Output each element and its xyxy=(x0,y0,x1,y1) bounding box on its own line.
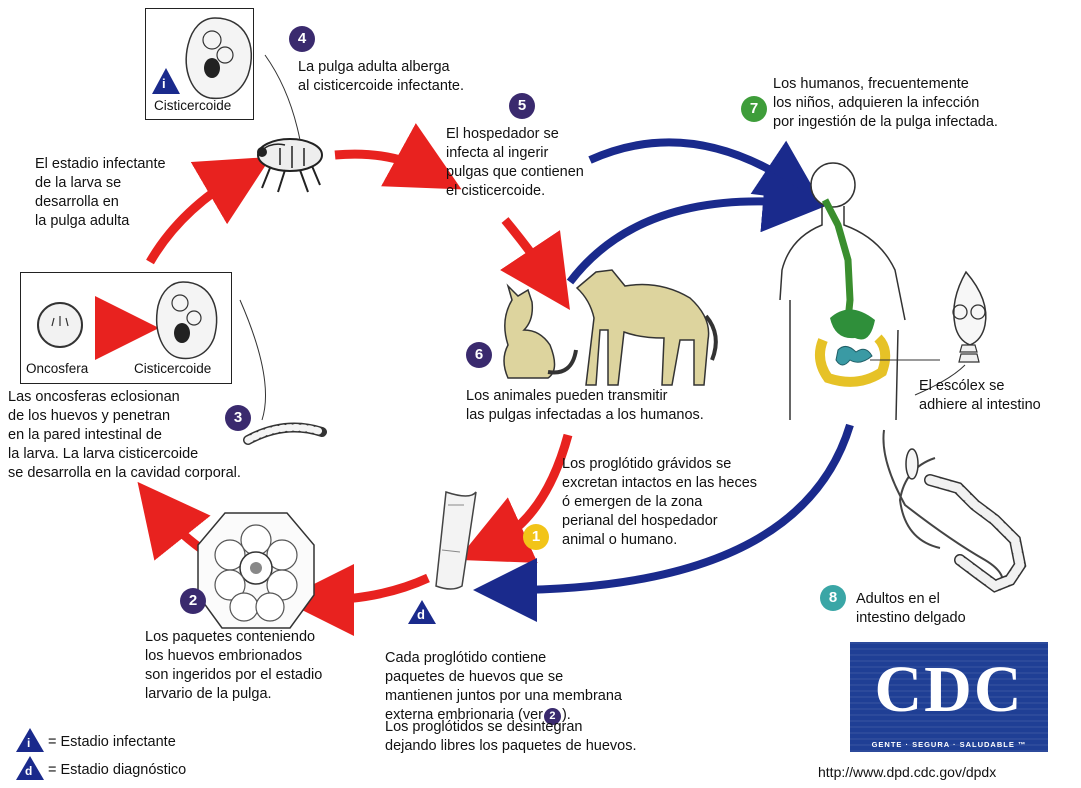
adult-tapeworm-figure xyxy=(883,430,1020,590)
legend-infective-letter: i xyxy=(27,736,30,750)
oncosphere-label: Oncosfera xyxy=(26,361,88,376)
legend-diagnostic-label: = Estadio diagnóstico xyxy=(48,761,186,780)
proglottid-description: Cada proglótido contiene paquetes de hue… xyxy=(385,630,622,725)
step-text-1: Los proglótido grávidos se excretan inta… xyxy=(562,455,757,550)
step-text-5: El hospedador se infecta al ingerir pulg… xyxy=(446,125,584,201)
step-text-7: Los humanos, frecuentemente los niños, a… xyxy=(773,75,998,132)
arrow-flea-to-host xyxy=(335,154,430,172)
arrow-host-to-human xyxy=(590,142,795,185)
flea-larva-figure xyxy=(240,300,322,440)
human-figure xyxy=(780,163,940,420)
scolex-label: El escólex se adhiere al intestino xyxy=(919,377,1041,415)
cdc-url: http://www.dpd.cdc.gov/dpdx xyxy=(818,764,996,780)
cdc-logo-letters: CDC xyxy=(850,650,1048,730)
step-badge-5: 5 xyxy=(509,93,535,119)
cysticercoid-top-label: Cisticercoide xyxy=(154,98,231,113)
cysticercoid-box-label: Cisticercoide xyxy=(134,361,211,376)
step-badge-2: 2 xyxy=(180,588,206,614)
step-text-2: Los paquetes conteniendo los huevos embr… xyxy=(145,628,322,704)
step-text-4: La pulga adulta alberga al cisticercoide… xyxy=(298,58,464,96)
step-text-3: Las oncosferas eclosionan de los huevos … xyxy=(8,388,241,483)
proglottid-figure xyxy=(436,492,476,589)
step-badge-6: 6 xyxy=(466,342,492,368)
cdc-logo-tagline: GENTE · SEGURA · SALUDABLE ™ xyxy=(850,740,1048,749)
step-badge-4: 4 xyxy=(289,26,315,52)
step-badge-8: 8 xyxy=(820,585,846,611)
cat-figure xyxy=(504,286,576,378)
step-badge-1: 1 xyxy=(523,524,549,550)
step-text-8: Adultos en el intestino delgado xyxy=(856,590,966,628)
cdc-logo: CDC GENTE · SEGURA · SALUDABLE ™ xyxy=(850,642,1048,752)
larva-development-label: El estadio infectante de la larva se des… xyxy=(35,155,166,231)
legend-diagnostic-letter: d xyxy=(25,764,32,778)
arrow-proglottid-to-eggs xyxy=(318,578,428,600)
dog-figure xyxy=(577,270,716,385)
egg-packet-figure xyxy=(198,513,314,628)
arrow-animals-to-human xyxy=(570,201,795,282)
legend-infective-label: = Estadio infectante xyxy=(48,733,176,752)
proglottid-disintegration-text: Los proglótidos se desintegran dejando l… xyxy=(385,718,637,756)
infective-stage-letter-top: i xyxy=(162,76,166,91)
proglottid-text: Cada proglótido contiene paquetes de hue… xyxy=(385,650,622,723)
step-text-6: Los animales pueden transmitir las pulga… xyxy=(466,387,704,425)
diagnostic-stage-letter-proglottid: d xyxy=(417,607,425,622)
arrow-host-to-animals xyxy=(505,220,550,280)
step-badge-7: 7 xyxy=(741,96,767,122)
